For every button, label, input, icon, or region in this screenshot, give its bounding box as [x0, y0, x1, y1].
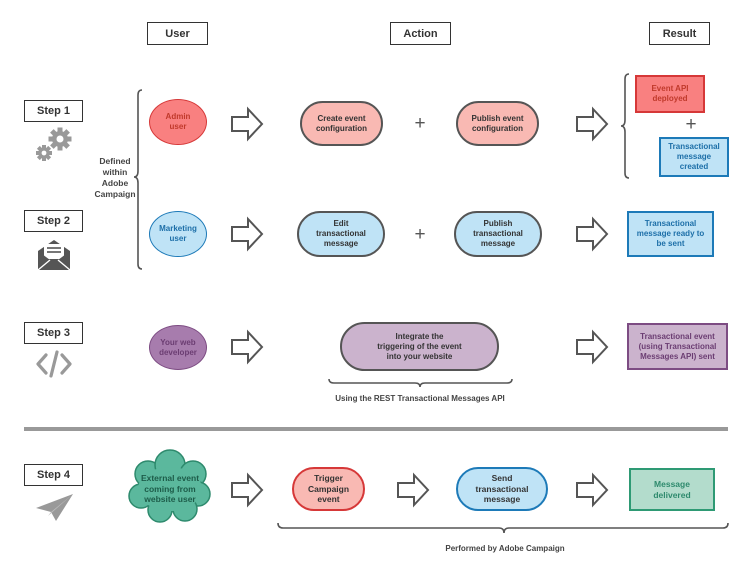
gears-icon [36, 127, 72, 161]
plus-sign: + [414, 113, 426, 134]
event-api-deployed-node: Event API deployed [635, 75, 705, 113]
publish-message-node: Publish transactional message [454, 211, 542, 257]
performed-brace [277, 522, 729, 534]
message-ready-node: Transactional message ready to be sent [627, 211, 714, 257]
step-1-label: Step 1 [24, 100, 83, 122]
plus-sign: + [414, 224, 426, 245]
rest-api-brace [328, 378, 513, 388]
arrow-icon [231, 329, 264, 365]
header-user: User [147, 22, 208, 45]
header-action: Action [390, 22, 451, 45]
arrow-icon [231, 216, 264, 252]
arrow-icon [576, 472, 609, 508]
arrow-icon [576, 329, 609, 365]
external-event-node: External event coming from website user [140, 473, 200, 505]
rest-api-label: Using the REST Transactional Messages AP… [335, 394, 505, 403]
plus-sign: + [685, 114, 697, 135]
code-icon [36, 350, 72, 378]
message-delivered-node: Message delivered [629, 468, 715, 511]
send-message-node: Send transactional message [456, 467, 548, 511]
defined-within-label: Defined within Adobe Campaign [94, 156, 136, 200]
event-sent-node: Transactional event (using Transactional… [627, 323, 728, 370]
arrow-shapes [231, 106, 609, 508]
step-2-label: Step 2 [24, 210, 83, 232]
performed-label: Performed by Adobe Campaign [445, 544, 565, 553]
web-developer-node: Your web developer [149, 325, 207, 370]
result-brace [620, 73, 630, 179]
arrow-icon [231, 106, 264, 142]
trigger-event-node: Trigger Campaign event [292, 467, 365, 511]
arrow-icon [231, 472, 264, 508]
arrow-icon [397, 472, 430, 508]
integrate-node: Integrate the triggering of the event in… [340, 322, 499, 371]
header-result: Result [649, 22, 710, 45]
transactional-message-created-node: Transactional message created [659, 137, 729, 177]
section-divider [24, 427, 728, 431]
envelope-icon [37, 240, 71, 271]
admin-user-node: Admin user [149, 99, 207, 145]
braces [133, 73, 729, 534]
step-3-label: Step 3 [24, 322, 83, 344]
marketing-user-node: Marketing user [149, 211, 207, 257]
defined-within-brace [133, 89, 143, 270]
step-4-label: Step 4 [24, 464, 83, 486]
arrow-icon [576, 216, 609, 252]
publish-event-node: Publish event configuration [456, 101, 539, 146]
paper-plane-icon [36, 494, 73, 521]
create-event-node: Create event configuration [300, 101, 383, 146]
edit-message-node: Edit transactional message [297, 211, 385, 257]
arrow-icon [576, 106, 609, 142]
